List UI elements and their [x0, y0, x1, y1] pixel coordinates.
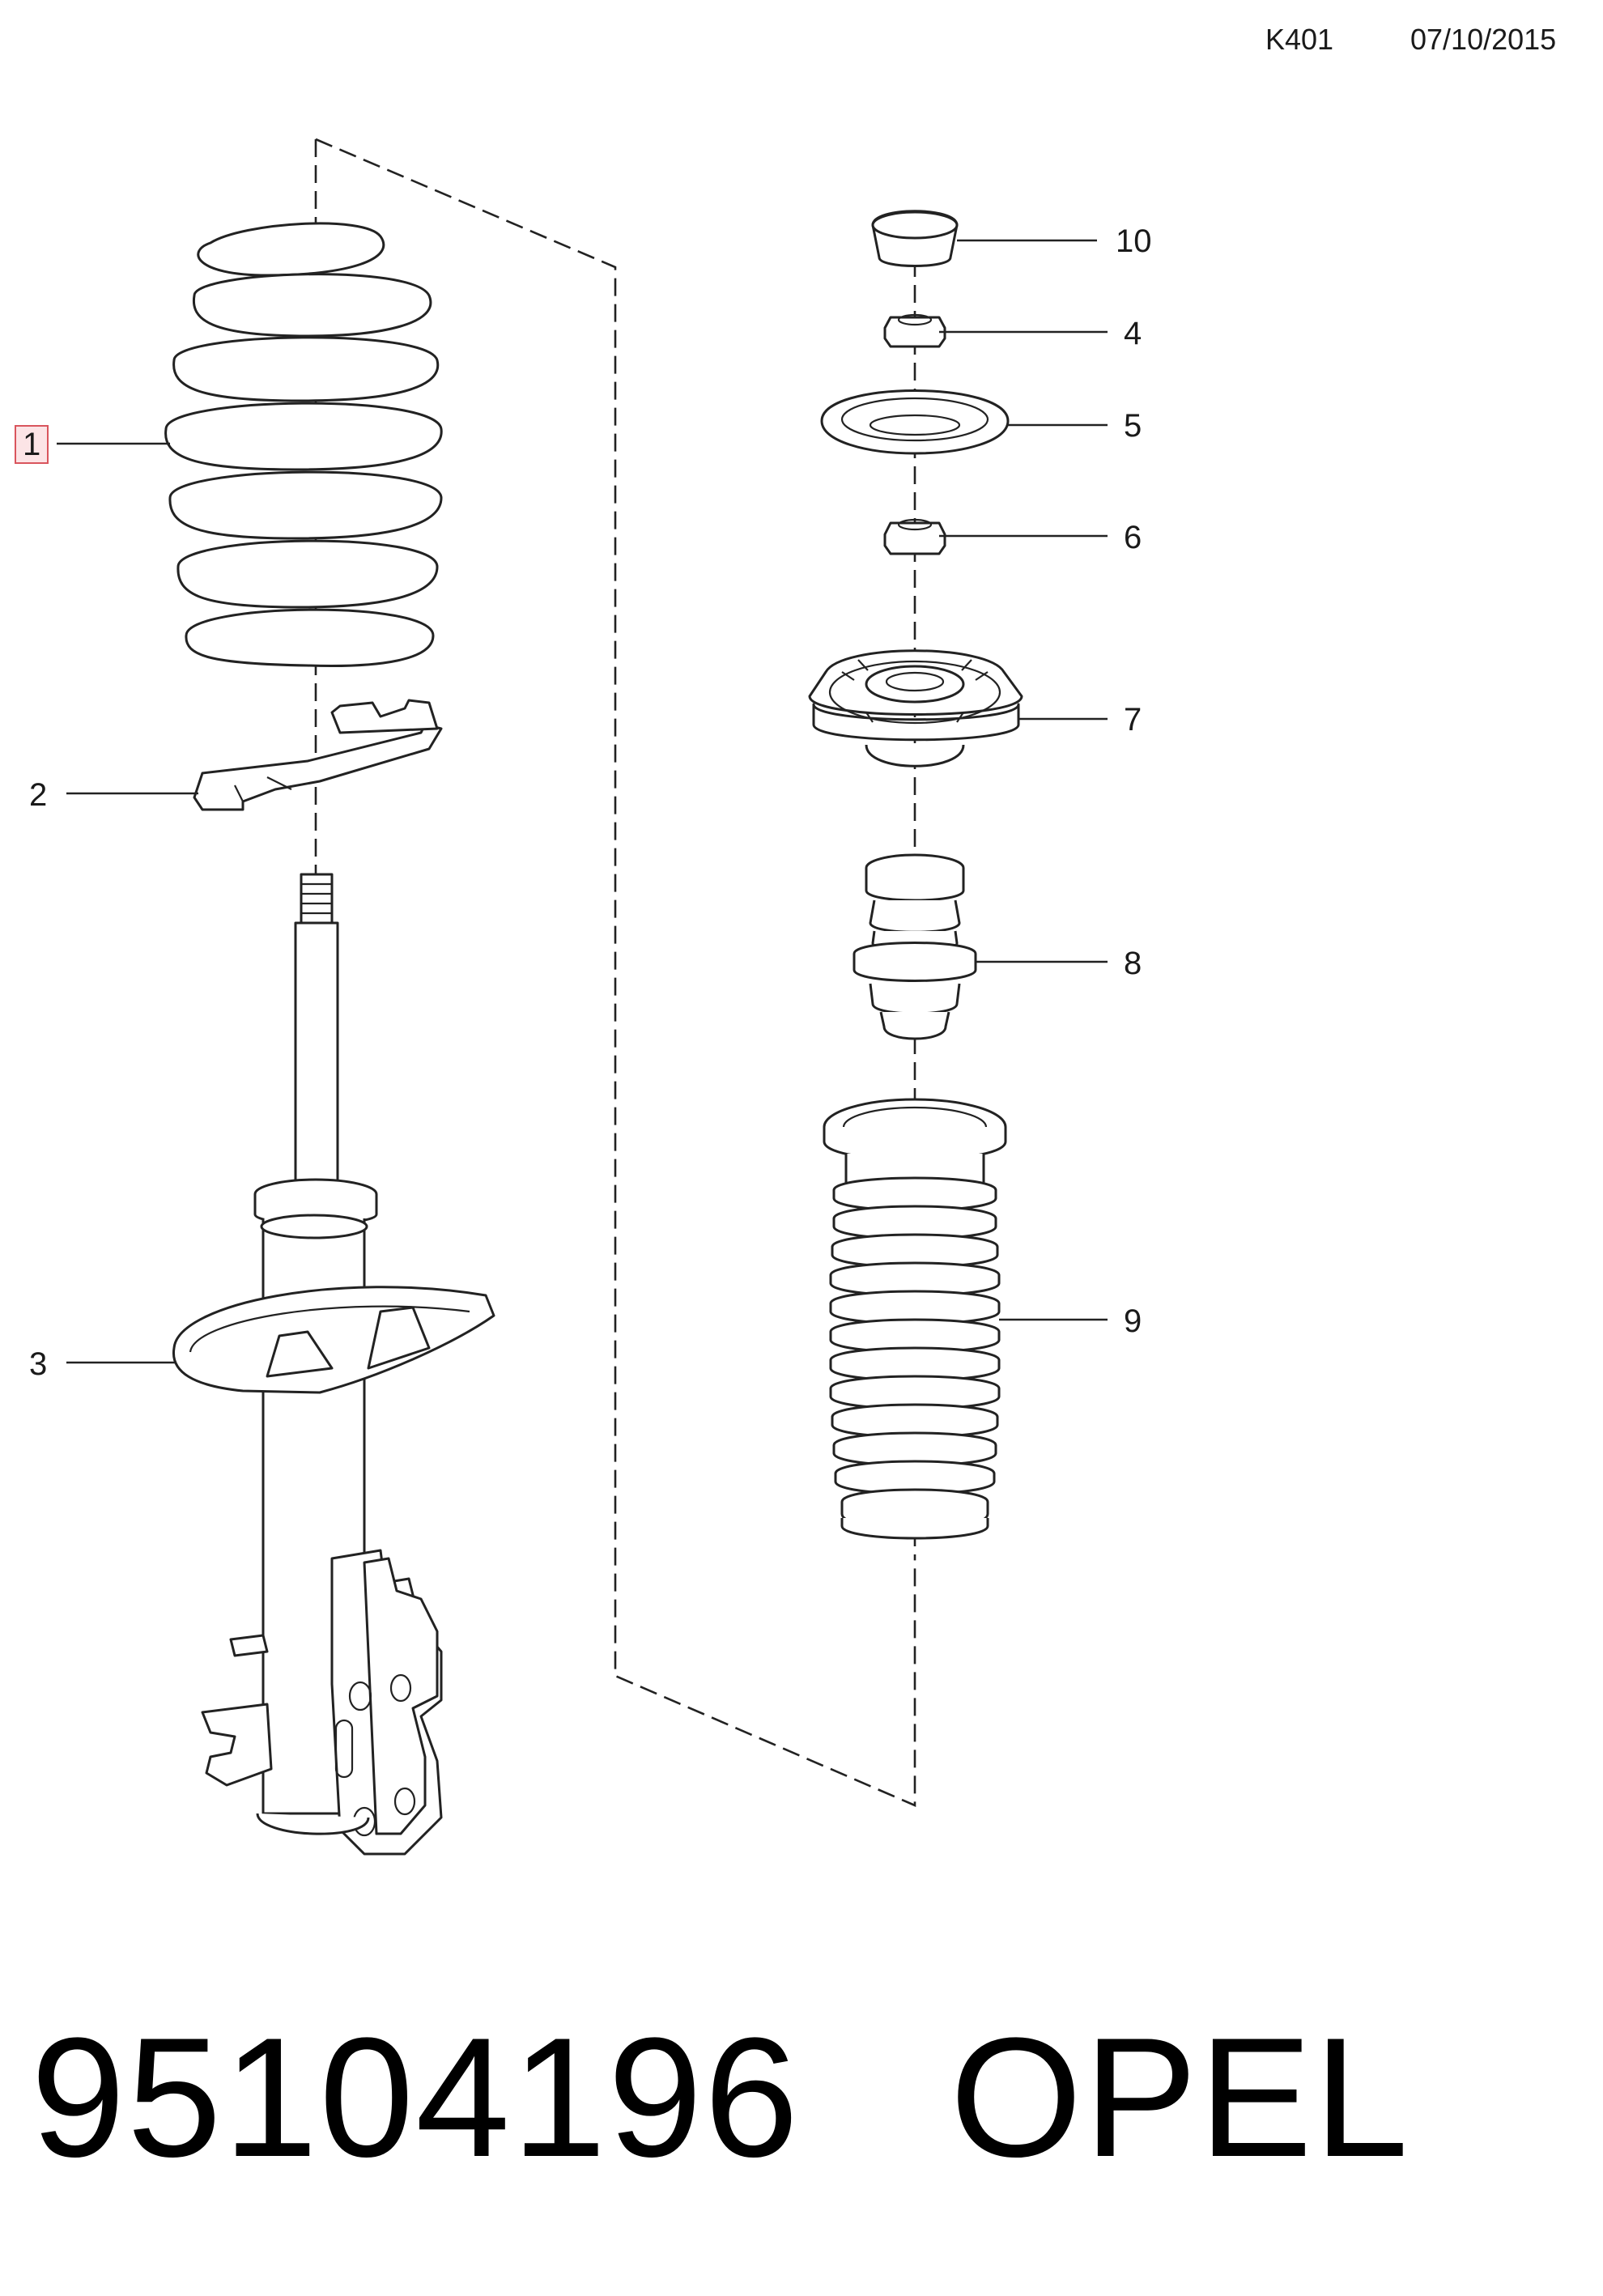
exploded-parts-diagram: [57, 138, 1108, 1856]
callout-7[interactable]: 7: [1124, 702, 1142, 738]
spring-insulator: [193, 699, 443, 811]
upper-nut: [883, 313, 946, 348]
callout-4[interactable]: 4: [1124, 316, 1142, 351]
callout-1[interactable]: 1: [15, 425, 49, 464]
coil-spring: [164, 222, 443, 667]
part-caption: 95104196 OPEL: [31, 2000, 1410, 2196]
dust-cap: [871, 210, 959, 267]
strut-mount: [808, 649, 1023, 767]
assembly-envelope: [315, 138, 916, 1807]
callout-10[interactable]: 10: [1116, 223, 1152, 259]
callout-2[interactable]: 2: [29, 777, 48, 813]
callout-6[interactable]: 6: [1124, 520, 1142, 555]
washer: [820, 389, 1010, 455]
bump-stop: [853, 853, 977, 1040]
part-number: 95104196: [31, 2002, 801, 2192]
callout-8[interactable]: 8: [1124, 946, 1142, 981]
diagram-code: K401: [1265, 23, 1334, 56]
diagram-date: 07/10/2015: [1410, 23, 1557, 56]
brand-name: OPEL: [950, 2002, 1410, 2192]
lower-nut: [883, 518, 946, 555]
callout-9[interactable]: 9: [1124, 1303, 1142, 1339]
leader-lines: [57, 239, 1108, 1364]
callout-3[interactable]: 3: [29, 1346, 48, 1382]
strut-assembly: [172, 873, 495, 1856]
callout-5[interactable]: 5: [1124, 408, 1142, 444]
protective-boot: [823, 1098, 1007, 1540]
